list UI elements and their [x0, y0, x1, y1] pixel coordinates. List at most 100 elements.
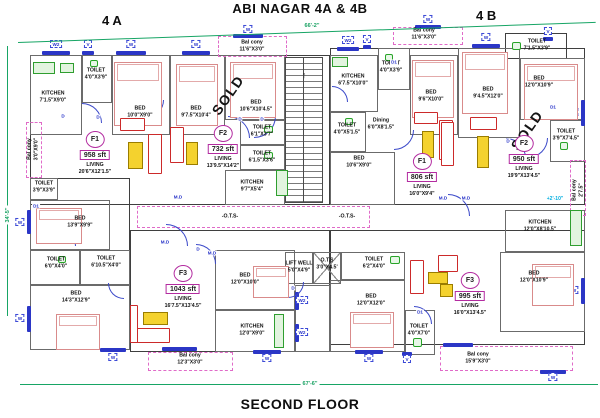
table-shape	[440, 284, 453, 297]
room-label: -O.T.S-	[338, 213, 356, 220]
room-label: BED 9'7.5"X10'4"	[181, 105, 211, 118]
room-label: Bal cony 3'0"X9'0"	[26, 137, 39, 161]
win-shape	[253, 350, 281, 354]
wlab-shape: W	[243, 24, 253, 34]
room-label: Dining 6'0"X8'1.5"	[367, 117, 395, 130]
room-label: BED 12'0"X10'0"	[230, 272, 260, 285]
room-toilet	[30, 178, 58, 200]
flat-number: F2	[514, 135, 534, 152]
stair-divider	[303, 57, 304, 203]
flat-living-dims: LIVING 13'9.5"X14'2"	[206, 156, 240, 169]
fix-shape	[264, 152, 273, 159]
room-label: TOILET 7'1.5"X3'9"	[523, 38, 551, 51]
fix-shape	[512, 42, 521, 50]
wlab-shape: W	[481, 32, 491, 42]
ots-corridor	[137, 206, 370, 228]
counter-shape	[274, 314, 284, 348]
page-title: ABI NAGAR 4A & 4B	[232, 1, 368, 16]
dimension-label-left: 34'-5"	[4, 205, 12, 225]
wlab-shape: V	[83, 39, 93, 49]
bed-shape	[412, 60, 454, 118]
room-label: Bal cony 11'6"X3'0"	[239, 39, 265, 52]
balcony	[26, 122, 42, 178]
flat-number: F1	[85, 131, 105, 148]
room-label: D1	[549, 104, 557, 110]
flat-number: F3	[173, 265, 193, 282]
flat-number: F1	[412, 153, 432, 170]
bed-shape	[36, 208, 82, 244]
win-shape	[27, 210, 31, 234]
win-shape	[182, 51, 210, 55]
fix-shape	[264, 126, 273, 133]
wlab-shape: W	[15, 217, 25, 227]
room-label: KITCHEN 12'0"X8'10.5"	[523, 219, 557, 232]
wlab-shape: W2	[296, 295, 308, 305]
fix-shape	[345, 118, 353, 125]
room-toilet	[82, 55, 112, 103]
balcony	[440, 346, 573, 371]
flat-area: 995 sft	[454, 291, 486, 301]
sofa-shape	[120, 118, 145, 131]
sofa-shape	[438, 255, 458, 272]
room-label: BED 9'6"X10'0"	[418, 89, 444, 102]
sofa-shape	[414, 112, 438, 124]
room-label: D1	[32, 203, 40, 209]
win-shape	[100, 348, 126, 352]
dimension-label-top: 66'-2"	[302, 22, 322, 30]
flat-living-dims: LIVING 16'7.5"X13'4.5"	[164, 296, 202, 309]
room-label: M.D	[159, 239, 171, 245]
win-shape	[402, 352, 412, 356]
room-bed	[410, 55, 458, 135]
bed-shape	[462, 52, 508, 114]
win-shape	[443, 343, 473, 347]
bed-shape	[524, 64, 578, 120]
wlab-shape: W	[548, 372, 558, 382]
stair-up-arrow: ↑	[301, 70, 307, 81]
bed-shape	[56, 314, 100, 350]
room-toilet	[30, 250, 80, 285]
wlab-shape: W2	[342, 35, 354, 45]
room-toilet	[240, 145, 285, 170]
room-label: KITCHEN 6'7.5"X10'0"	[338, 73, 368, 86]
ots-shaft	[313, 252, 341, 284]
fix-shape	[90, 60, 98, 67]
counter-shape	[570, 210, 582, 246]
room-toilet	[550, 120, 585, 162]
flat-area: 1043 sft	[165, 284, 201, 294]
flat-living-dims: LIVING 16'0"X9'4"	[409, 184, 435, 197]
sofa-shape	[148, 134, 162, 174]
room-label: BED 12'0"X10'9"	[519, 270, 549, 283]
win-shape	[581, 278, 585, 304]
room-label: TOILET 6'2"X4'0"	[362, 256, 386, 269]
room-toilet	[330, 112, 366, 152]
sofa-shape	[130, 305, 138, 343]
win-shape	[540, 370, 566, 374]
room-label: D	[259, 116, 265, 122]
room-bed	[215, 250, 295, 310]
room-kitchen	[505, 210, 585, 252]
fix-shape	[390, 256, 400, 264]
flat-living-dims: LIVING 20'6"X12'1.5"	[78, 162, 112, 175]
lift-well-label: LIFT WELL 5'0"X4'9"	[285, 260, 313, 273]
flat-number: F2	[213, 125, 233, 142]
room-label: TOILET 6'1.5"X3'6"	[248, 150, 276, 163]
room-label: O.T.S 3'0"X4.5'	[316, 257, 338, 270]
sofa-shape	[441, 122, 454, 166]
win-shape	[363, 45, 371, 49]
sofa-shape	[170, 127, 184, 163]
room-label: KITCHEN 12'0"X9'0"	[239, 323, 265, 336]
flat-number: F3	[460, 272, 480, 289]
fix-shape	[385, 54, 393, 61]
fix-shape	[560, 142, 568, 150]
room-label: BED 14'3"X12'9"	[61, 290, 91, 303]
room-label: D	[195, 246, 201, 252]
bed-shape	[532, 264, 574, 306]
room-label: Bal cony 12'3"X3'0"	[177, 352, 203, 365]
wlab-shape: W	[262, 353, 272, 363]
win-shape	[27, 306, 31, 332]
